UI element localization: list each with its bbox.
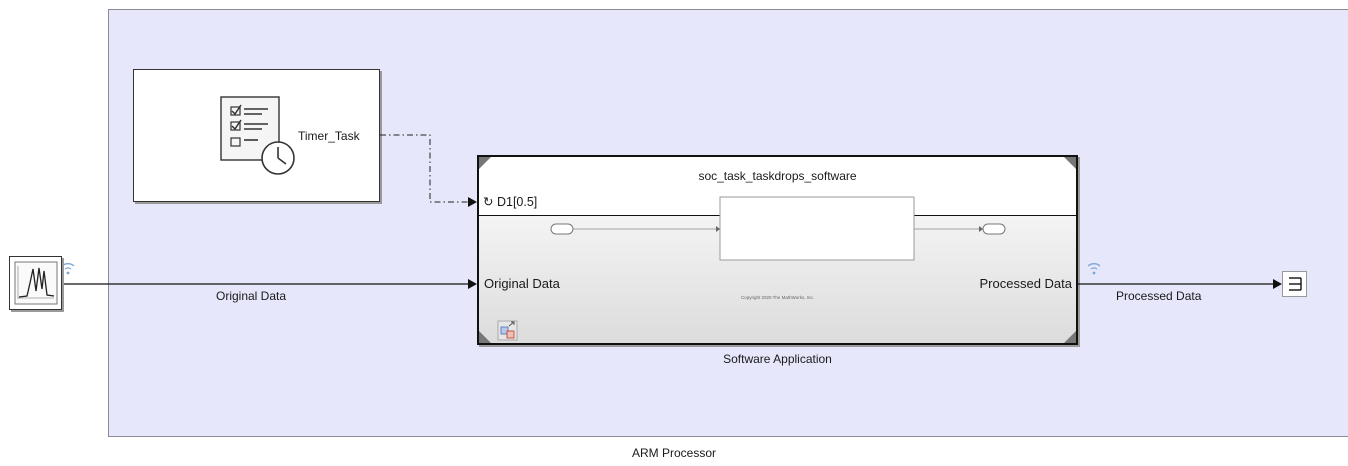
copyright-text: Copyright 2020 The MathWorks, Inc. [740, 295, 815, 300]
signal-source-icon [14, 261, 58, 305]
input-signal-line[interactable] [62, 279, 477, 289]
software-application-model-block[interactable]: soc_task_taskdrops_software ↻ D1[0.5] Or… [477, 155, 1078, 345]
event-port-label: D1[0.5] [496, 195, 538, 209]
model-reference-icon[interactable] [497, 320, 519, 342]
event-port-icon: ↻ [483, 195, 494, 209]
input-arrow-head [468, 279, 477, 289]
output-signal-label: Processed Data [1116, 289, 1202, 303]
timer-task-connection[interactable] [380, 134, 477, 207]
input-port-label: Original Data [484, 276, 560, 291]
signal-source-block[interactable] [9, 256, 62, 310]
software-application-label: Software Application [723, 352, 832, 366]
terminator-block[interactable] [1282, 271, 1307, 297]
terminator-icon [1289, 277, 1302, 291]
wireless-icon [61, 263, 75, 275]
event-port[interactable]: ↻ D1[0.5] [483, 194, 537, 209]
model-thumbnail [550, 196, 1006, 261]
output-arrow-head [1273, 279, 1282, 289]
timer-task-block[interactable] [133, 69, 380, 202]
output-signal-line[interactable] [1078, 279, 1282, 289]
model-corner-marks [479, 157, 1076, 343]
output-port-label: Processed Data [979, 276, 1073, 291]
processor-label: ARM Processor [631, 446, 717, 460]
event-arrow-head [468, 197, 477, 207]
timer-task-port-label: Timer_Task [298, 129, 360, 143]
model-name: soc_task_taskdrops_software [698, 169, 857, 183]
wireless-icon [1087, 263, 1101, 275]
task-list-clock-icon [220, 96, 295, 175]
input-signal-label: Original Data [216, 289, 287, 303]
